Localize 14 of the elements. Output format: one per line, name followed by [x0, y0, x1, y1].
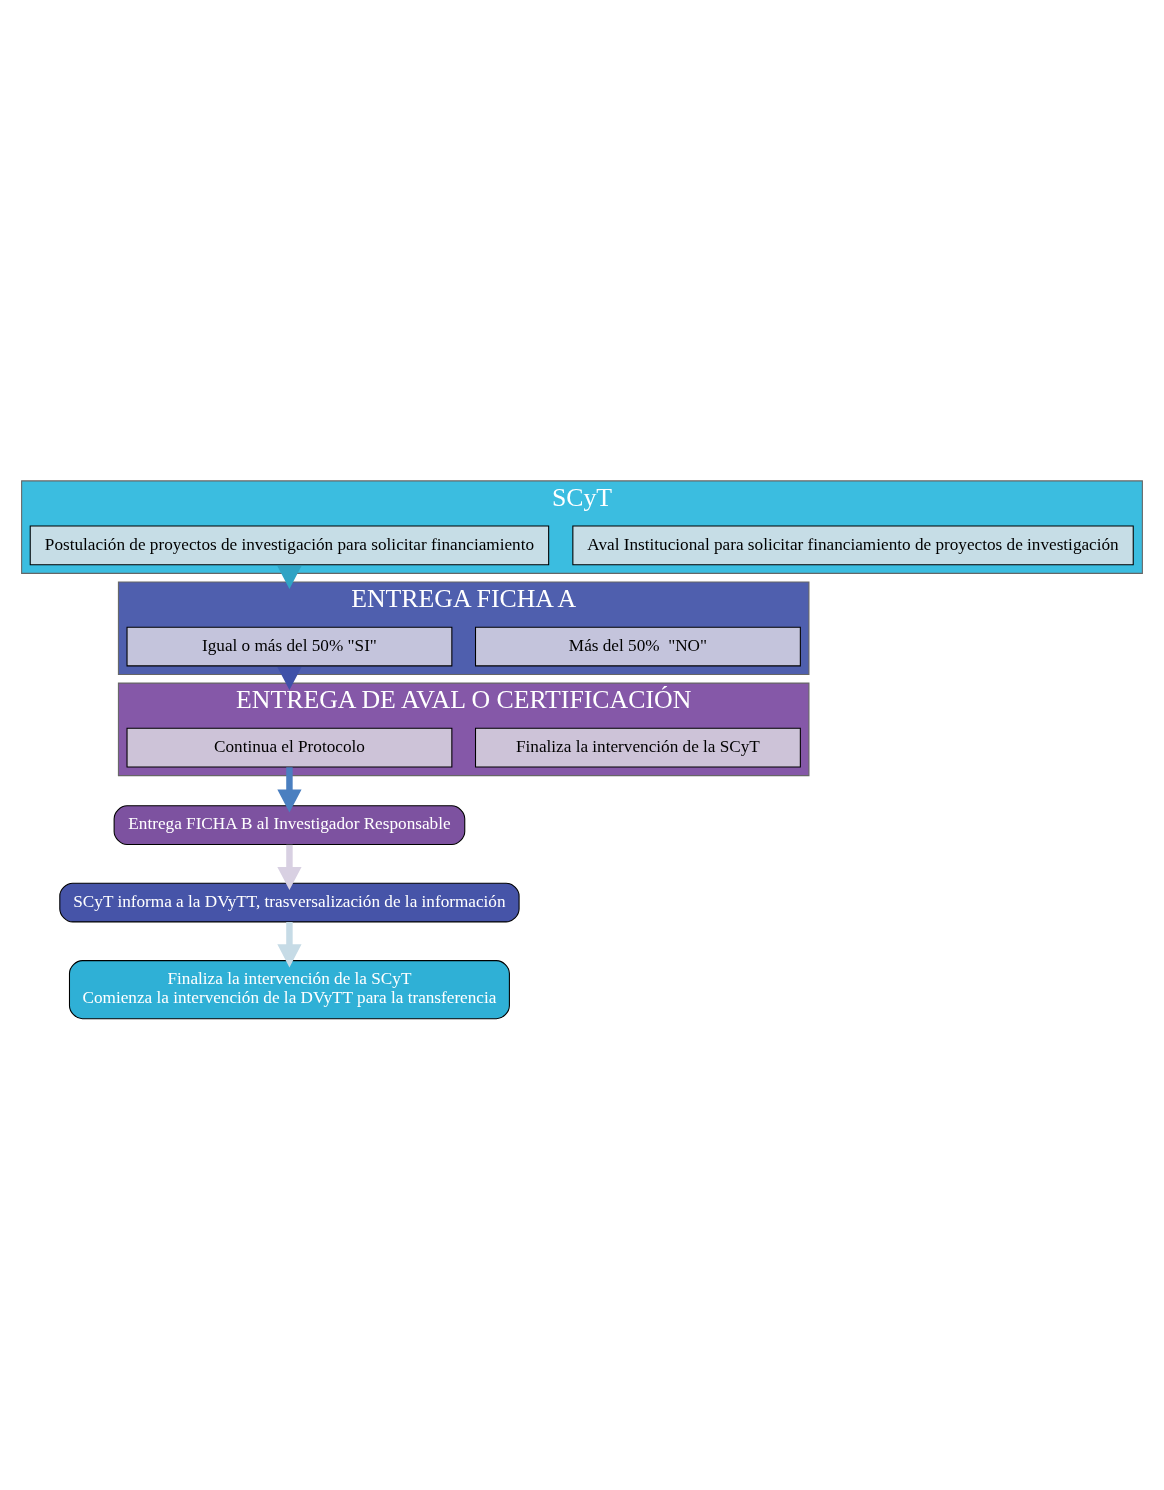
node-box: Más del 50% "NO" — [474, 626, 801, 666]
arrow — [277, 921, 302, 967]
node-box: Igual o más del 50% "SI" — [126, 626, 453, 666]
node-box: Finaliza la intervención de la SCyT Comienza la intervención de la DVyTT para la transferencia — [68, 959, 510, 1019]
node-box: Finaliza la intervención de la SCyT — [474, 727, 801, 768]
arrow — [277, 666, 302, 690]
node-box: Aval Institucional para solicitar financiamiento de proyectos de investigación — [572, 525, 1134, 565]
arrow — [277, 844, 302, 890]
node-box: Continua el Protocolo — [126, 727, 453, 768]
node-box: Postulación de proyectos de investigación para solicitar financiamiento — [29, 525, 550, 565]
arrow — [277, 565, 302, 589]
node-box: SCyT informa a la DVyTT, trasversalización de la información — [59, 882, 520, 922]
node-box: Entrega FICHA B al Investigador Responsable — [113, 804, 466, 845]
arrow — [277, 766, 302, 813]
